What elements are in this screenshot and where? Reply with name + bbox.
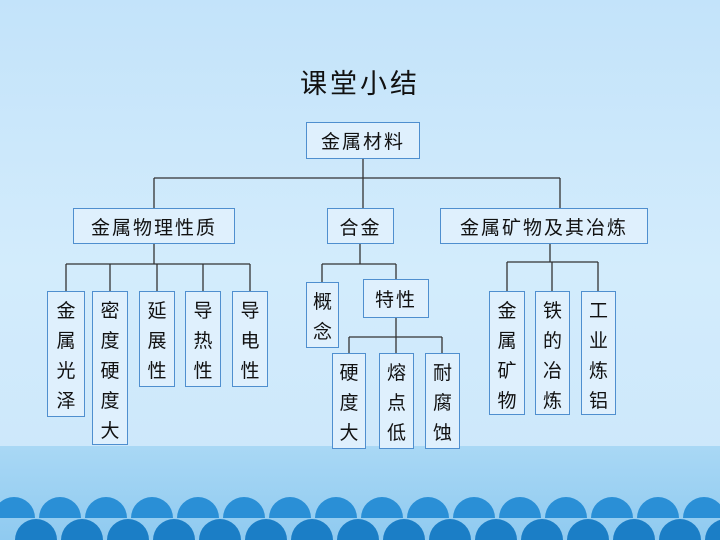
node-density-hardness: 密度硬度大: [92, 291, 128, 445]
node-physical-properties: 金属物理性质: [73, 208, 235, 244]
node-electrical-conductivity: 导电性: [232, 291, 268, 387]
root-node: 金属材料: [306, 122, 420, 159]
node-high-hardness: 硬度大: [332, 353, 366, 449]
node-aluminum-smelting: 工业炼铝: [581, 291, 616, 415]
node-thermal-conductivity: 导热性: [185, 291, 221, 387]
node-metal-minerals: 金属矿物: [489, 291, 525, 415]
node-alloy-concept: 概念: [306, 282, 339, 348]
node-alloy: 合金: [327, 208, 394, 244]
node-minerals-smelting: 金属矿物及其冶炼: [440, 208, 648, 244]
node-corrosion-resistance: 耐腐蚀: [425, 353, 460, 449]
node-ductility: 延展性: [139, 291, 175, 387]
node-iron-smelting: 铁的冶炼: [535, 291, 570, 415]
wave-decoration: [0, 497, 720, 540]
node-low-melting-point: 熔点低: [379, 353, 414, 449]
page-title: 课堂小结: [300, 69, 420, 100]
node-alloy-properties: 特性: [363, 279, 429, 318]
node-metallic-luster: 金属光泽: [47, 291, 85, 417]
